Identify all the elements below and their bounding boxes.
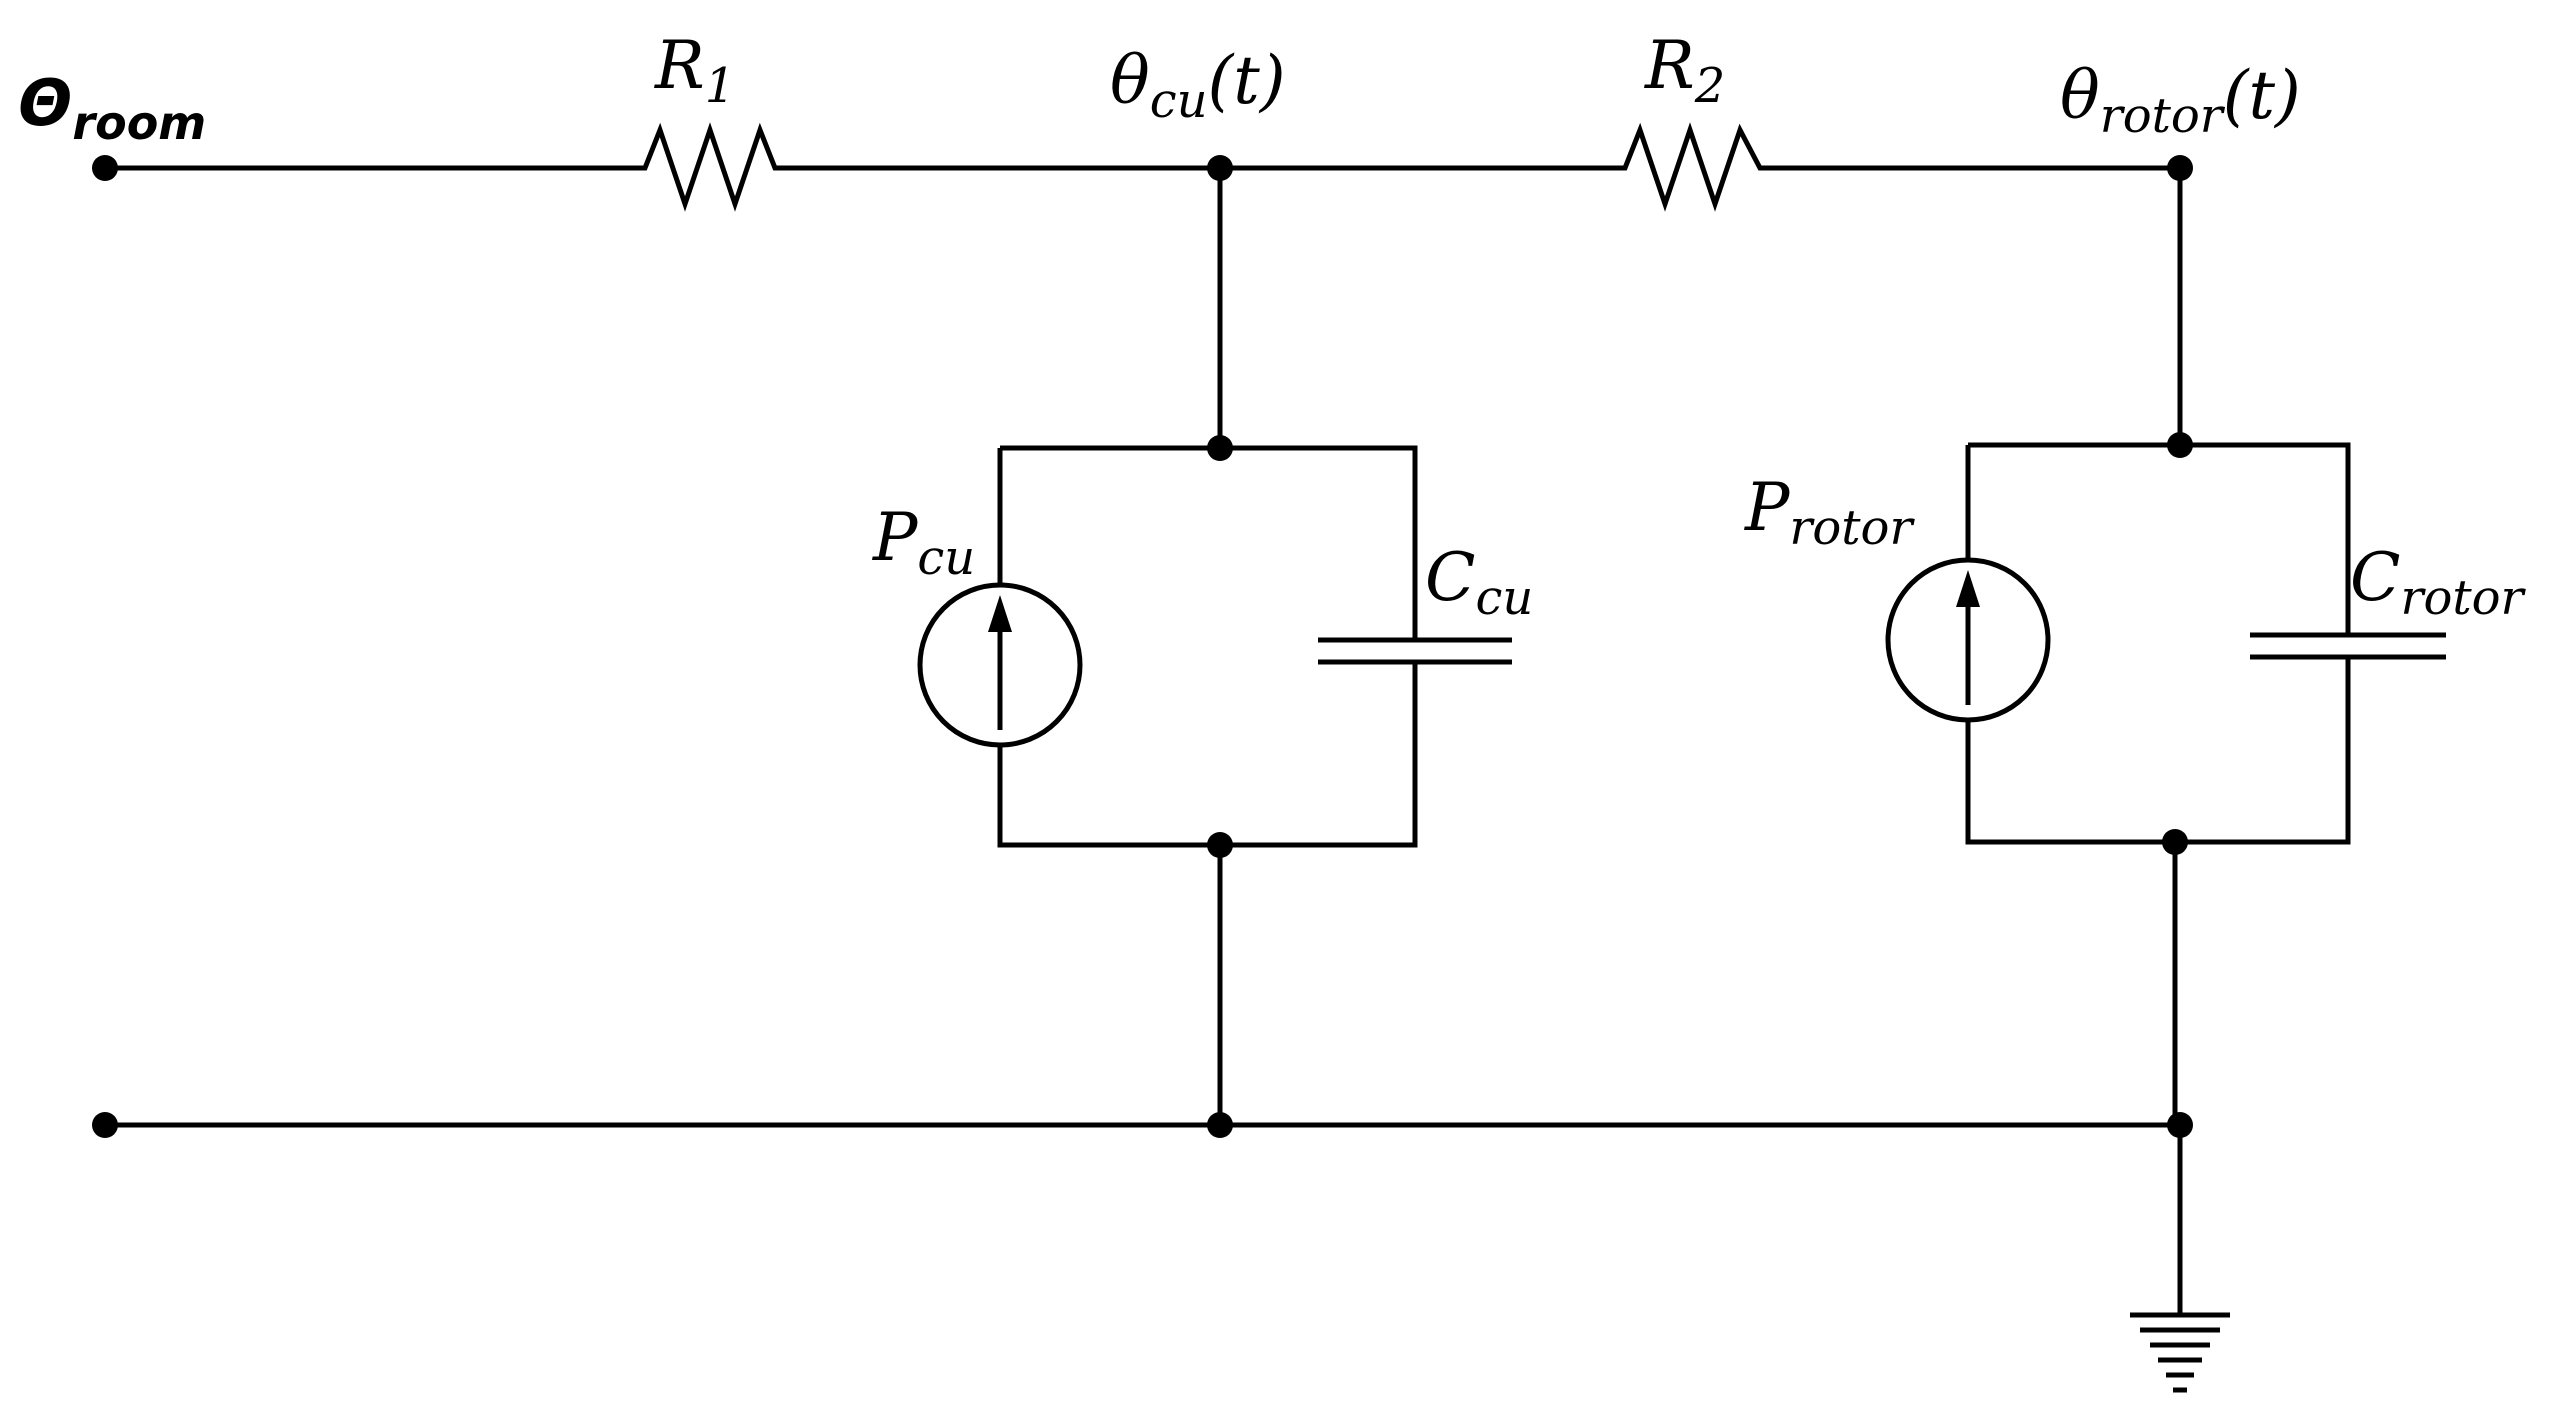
label-theta-cu: θcu(t) <box>1110 42 1286 129</box>
label-r2: R2 <box>1644 27 1725 114</box>
copper-branch <box>917 168 1512 1125</box>
arrow-head-icon <box>1956 570 1980 607</box>
node-theta-cu <box>1207 155 1233 181</box>
top-rail <box>105 122 2180 212</box>
terminal-bottom-left <box>92 1112 118 1138</box>
node-bottom-rotor <box>2167 1112 2193 1138</box>
label-theta-rotor: θrotor(t) <box>2060 57 2301 144</box>
rotor-branch <box>1885 168 2446 1125</box>
label-p-cu: Pcu <box>872 499 975 586</box>
node-rotor-top <box>2167 432 2193 458</box>
label-theta-room: Θroom <box>18 67 206 150</box>
label-r1: R1 <box>654 27 735 114</box>
junction-dots <box>92 155 2193 1138</box>
node-cu-bottom <box>1207 832 1233 858</box>
arrow-head-icon <box>988 595 1012 632</box>
label-c-cu: Ccu <box>1425 539 1533 626</box>
node-bottom-cu <box>1207 1112 1233 1138</box>
ground-symbol <box>2130 1125 2230 1393</box>
node-theta-rotor <box>2167 155 2193 181</box>
resistor-r2 <box>1600 122 1780 212</box>
node-cu-top <box>1207 435 1233 461</box>
node-rotor-bottom <box>2162 829 2188 855</box>
terminal-room <box>92 155 118 181</box>
resistor-r1 <box>625 122 790 212</box>
label-c-rotor: Crotor <box>2350 539 2527 626</box>
label-p-rotor: Protor <box>1744 469 1915 556</box>
